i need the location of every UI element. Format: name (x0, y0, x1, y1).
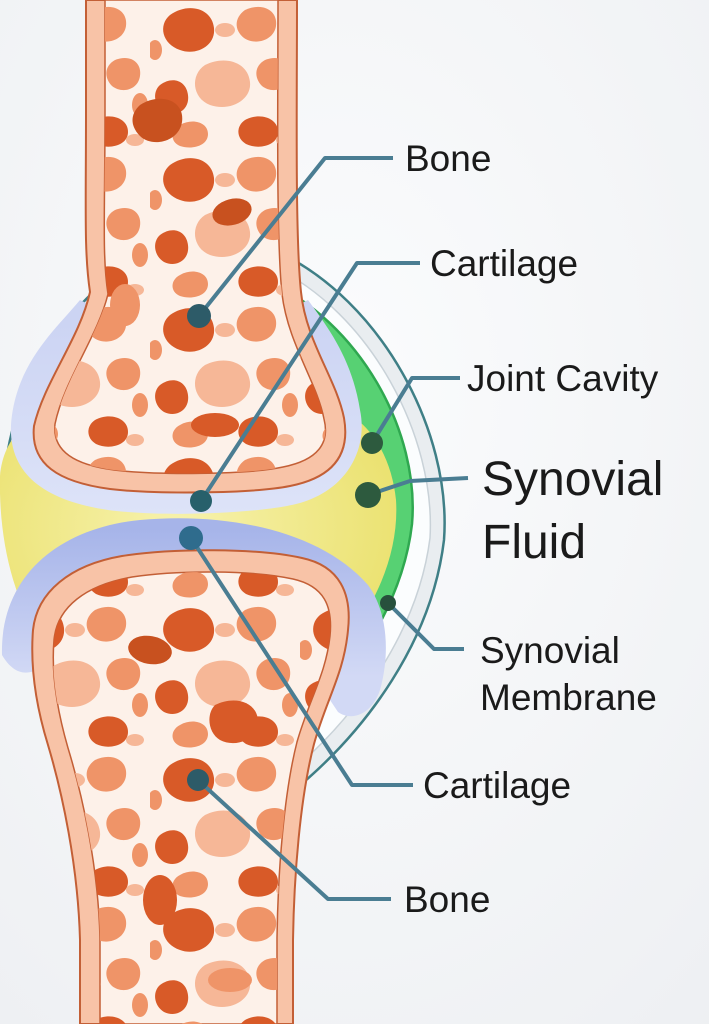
lower-bone-accent-2 (209, 700, 258, 744)
cartilage-bottom-leader-line (189, 536, 413, 787)
synovial-fluid-marker-dot (355, 482, 381, 508)
bone-top-label: Bone (405, 138, 491, 179)
joint-cavity-label: Joint Cavity (467, 358, 659, 399)
lower-bone-trabeculae (53, 571, 331, 1024)
bone-bottom-leader-line (196, 778, 391, 901)
bone-bottom-label: Bone (404, 879, 490, 920)
joint-cavity-marker-dot (361, 432, 383, 454)
upper-bone (10, 0, 362, 514)
synovial-fluid-label-line1: Synovial (482, 453, 663, 506)
annotation-joint-cavity: Joint Cavity (361, 358, 659, 454)
upper-bone-accent-2 (212, 198, 252, 226)
upper-bone-trabeculae (54, 0, 326, 474)
synovial-membrane-label-line1: Synovial (480, 630, 620, 671)
synovial-membrane-label-line2: Membrane (480, 677, 657, 718)
lower-bone-accent-3 (143, 875, 177, 925)
upper-bone-accent-3 (110, 284, 140, 326)
annotation-cartilage-top: Cartilage (190, 243, 578, 512)
upper-bone-accent-1 (132, 98, 183, 143)
annotations: Bone Cartilage Joint Cavity Synovial Flu… (179, 138, 663, 920)
annotation-bone-bottom: Bone (187, 769, 490, 920)
synovial-fluid-leader-line (367, 476, 469, 497)
bone-top-marker-dot (187, 304, 211, 328)
lower-bone-accent-1 (128, 635, 172, 665)
cartilage-top-leader-line (199, 261, 420, 503)
annotation-synovial-membrane: Synovial Membrane (380, 595, 657, 718)
bone-top-leader-line (197, 156, 393, 318)
cartilage-bottom-label: Cartilage (423, 765, 571, 806)
synovial-membrane-leader-line (386, 601, 464, 651)
cartilage-bottom-marker-dot (179, 526, 203, 550)
bone-bottom-marker-dot (187, 769, 209, 791)
annotation-synovial-fluid: Synovial Fluid (355, 453, 663, 569)
upper-bone-accent-4 (191, 413, 239, 437)
cartilage-top-marker-dot (190, 490, 212, 512)
cartilage-top-label: Cartilage (430, 243, 578, 284)
synovial-membrane-marker-dot (380, 595, 396, 611)
lower-bone-accent-4 (208, 968, 252, 992)
joint-cavity-leader-line (370, 376, 460, 445)
synovial-fluid-label-line2: Fluid (482, 516, 586, 569)
annotation-bone-top: Bone (187, 138, 491, 328)
annotation-cartilage-bottom: Cartilage (179, 526, 571, 806)
